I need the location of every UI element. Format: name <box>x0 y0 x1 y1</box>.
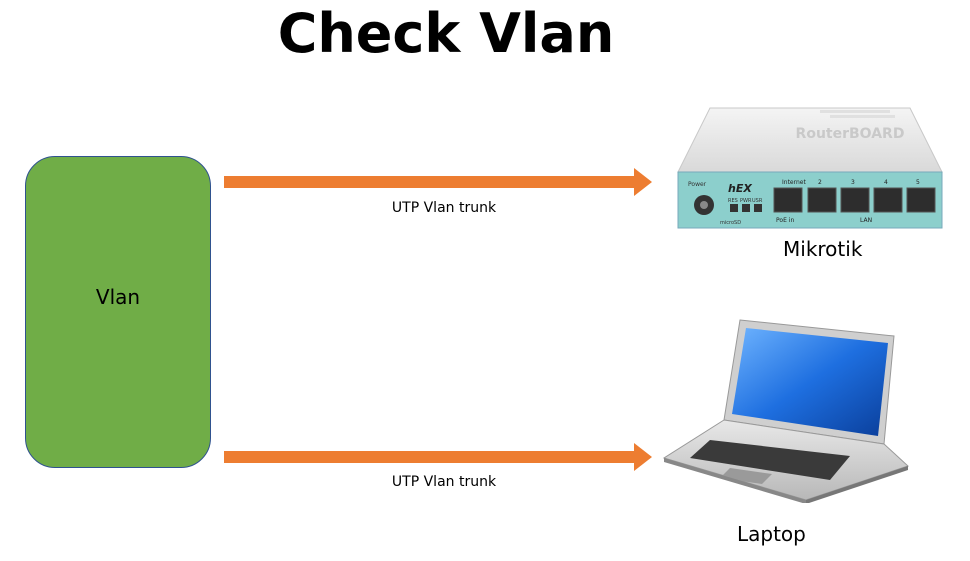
router-microsd-label: microSD <box>720 220 741 226</box>
router-brand: hEX <box>728 182 752 195</box>
router-port-label-2: 2 <box>818 179 822 186</box>
vlan-node: Vlan <box>25 156 211 468</box>
router-port-label-1: Internet <box>782 179 806 186</box>
router-label: Mikrotik <box>783 237 863 261</box>
laptop-label: Laptop <box>737 522 806 546</box>
router-port-label-3: 3 <box>851 179 855 186</box>
router-poe-label: PoE in <box>776 217 794 224</box>
router-port-label-5: 5 <box>916 179 920 186</box>
router-lan-label: LAN <box>860 217 872 224</box>
arrow-to-router <box>224 168 652 196</box>
arrow-to-laptop <box>224 443 652 471</box>
router-power-label: Power <box>688 181 707 188</box>
page-title: Check Vlan <box>277 2 615 65</box>
router-pwr-label: PWR <box>740 198 752 204</box>
svg-text:RouterBOARD: RouterBOARD <box>796 126 905 142</box>
router-port-label-4: 4 <box>884 179 888 186</box>
vlan-label: Vlan <box>95 285 141 309</box>
router-usr-label: USR <box>752 198 763 204</box>
link-label-router: UTP Vlan trunk <box>391 200 497 216</box>
router-icon: RouterBOARD Power hEX microSD RES PWR US… <box>677 107 943 229</box>
link-label-laptop: UTP Vlan trunk <box>391 474 497 490</box>
laptop-icon <box>662 319 909 503</box>
router-res-label: RES <box>728 198 738 204</box>
